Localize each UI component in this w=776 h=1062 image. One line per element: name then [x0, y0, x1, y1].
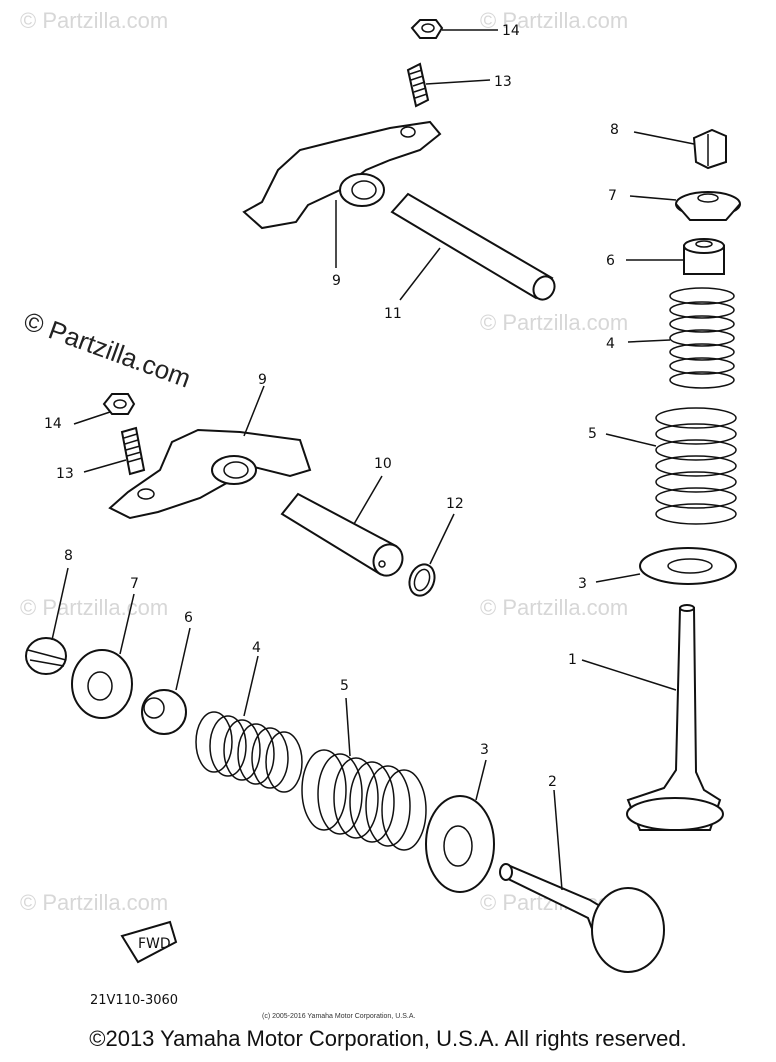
- adjuster-13-left: [120, 426, 146, 476]
- callout-5-left: 5: [340, 678, 349, 694]
- callout-2: 2: [548, 774, 557, 790]
- leader-8-right: [633, 131, 695, 145]
- spring-seat-3-bottom: [425, 795, 495, 893]
- callout-8-left: 8: [64, 548, 73, 564]
- callout-10: 10: [374, 456, 392, 472]
- leader-13-top: [425, 79, 491, 85]
- spring-seat-3-right: [639, 547, 737, 585]
- leader-14-left: [73, 411, 111, 425]
- callout-3-bottom: 3: [480, 742, 489, 758]
- callout-7-right: 7: [608, 188, 617, 204]
- callout-6-left: 6: [184, 610, 193, 626]
- leader-5-left: [345, 697, 351, 757]
- leader-3-bottom: [475, 759, 487, 801]
- callout-12: 12: [446, 496, 464, 512]
- watermark-layer: © Partzilla.com © Partzilla.com © Partzi…: [20, 8, 628, 915]
- leader-4-left: [243, 655, 259, 717]
- retainer-7-left: [71, 649, 133, 719]
- callout-9-top: 9: [332, 273, 341, 289]
- retainer-7-right: [675, 191, 741, 221]
- callout-5-right: 5: [588, 426, 597, 442]
- callout-labels: 14 13 8 7 6 9 11 4 9 14 10 12 13 5 8 7 3…: [44, 23, 619, 790]
- fine-print: (c) 2005-2016 Yamaha Motor Corporation, …: [262, 1013, 415, 1020]
- nut-14-left: [102, 393, 136, 415]
- stem-seal-6-left: [141, 689, 187, 735]
- stem-seal-6-right: [683, 238, 725, 275]
- callout-4-left: 4: [252, 640, 261, 656]
- copyright-notice: ©2013 Yamaha Motor Corporation, U.S.A. A…: [89, 1026, 687, 1051]
- callout-11: 11: [384, 306, 402, 322]
- leader-3-right: [595, 573, 641, 583]
- leader-1: [581, 659, 677, 691]
- diagram-code: 21V110-3060: [90, 993, 178, 1008]
- leader-7-left: [119, 593, 135, 655]
- rocker-arm-9-top: [242, 120, 442, 230]
- collet-8-left: [25, 637, 67, 675]
- callout-1: 1: [568, 652, 577, 668]
- exhaust-valve-1: [626, 604, 724, 831]
- outer-spring-5-left: [301, 749, 427, 851]
- adjuster-13-top: [406, 62, 430, 108]
- callout-6-right: 6: [606, 253, 615, 269]
- leader-9-mid: [243, 385, 265, 437]
- callout-13-left: 13: [56, 466, 74, 482]
- outer-spring-5-right: [655, 407, 737, 525]
- nut-14-top: [410, 19, 444, 39]
- inner-spring-4-right: [669, 287, 735, 389]
- leader-12: [429, 513, 455, 565]
- rocker-shaft-10: [280, 492, 404, 577]
- rocker-shaft-11: [390, 192, 556, 301]
- watermark-1: © Partzilla.com: [20, 8, 168, 33]
- callout-13-top: 13: [494, 74, 512, 90]
- watermark-2: © Partzilla.com: [480, 8, 628, 33]
- o-ring-12: [408, 563, 436, 597]
- leader-2: [553, 789, 563, 891]
- fwd-label: FWD: [138, 936, 171, 952]
- leader-4-right: [627, 339, 671, 343]
- collet-8-right: [692, 128, 727, 170]
- leader-7-right: [629, 195, 677, 201]
- leader-5-right: [605, 433, 657, 447]
- callout-8-right: 8: [610, 122, 619, 138]
- fwd-arrow-icon: FWD: [120, 920, 178, 964]
- callout-14-left: 14: [44, 416, 62, 432]
- watermark-main: © Partzilla.com: [20, 305, 195, 393]
- rocker-arm-9-mid: [108, 428, 312, 520]
- leader-13-left: [83, 459, 127, 473]
- watermark-6: © Partzilla.com: [20, 890, 168, 915]
- leader-11: [399, 247, 441, 301]
- leader-8-left: [51, 567, 69, 641]
- watermark-3: © Partzilla.com: [480, 310, 628, 335]
- watermark-5: © Partzilla.com: [480, 595, 628, 620]
- callout-3-right: 3: [578, 576, 587, 592]
- callout-9-mid: 9: [258, 372, 267, 388]
- intake-valve-2: [499, 863, 665, 973]
- callout-4-right: 4: [606, 336, 615, 352]
- callout-14-top: 14: [502, 23, 520, 39]
- callout-7-left: 7: [130, 576, 139, 592]
- leader-10: [353, 475, 383, 525]
- leader-6-left: [175, 627, 191, 691]
- watermark-4: © Partzilla.com: [20, 595, 168, 620]
- inner-spring-4-left: [195, 711, 303, 793]
